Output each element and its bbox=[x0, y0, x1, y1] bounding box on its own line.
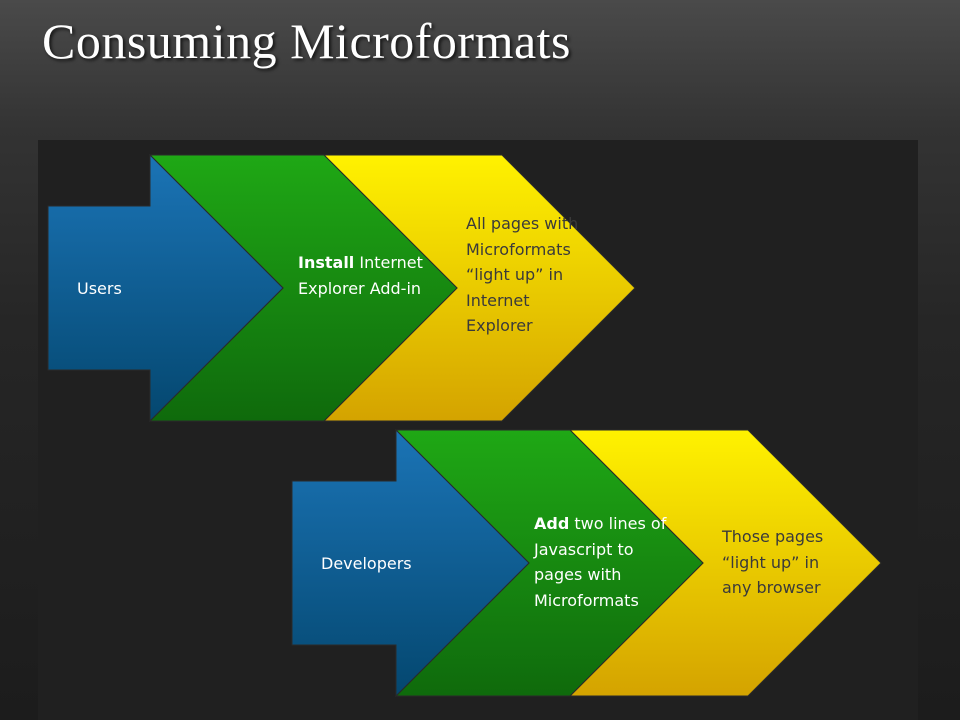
role-label-users: Users bbox=[77, 279, 122, 298]
slide-title: Consuming Microformats bbox=[42, 13, 572, 69]
step-verb: Install bbox=[298, 253, 355, 272]
role-label-developers: Developers bbox=[321, 554, 412, 573]
role-arrow-developers bbox=[291, 428, 530, 698]
result-label-developers: Those pages “light up” in any browser bbox=[722, 527, 824, 597]
row-developers bbox=[291, 428, 882, 698]
step-text: two lines of Javascript to pages with Mi… bbox=[534, 514, 667, 610]
row-users bbox=[47, 153, 636, 423]
result-label-users: All pages with Microformats “light up” i… bbox=[466, 214, 579, 335]
role-arrow-users bbox=[47, 153, 284, 423]
step-label-users: Install Internet Explorer Add-in bbox=[298, 250, 430, 301]
step-text: Internet Explorer Add-in bbox=[298, 253, 423, 298]
step-label-developers: Add two lines of Javascript to pages wit… bbox=[534, 511, 672, 613]
step-verb: Add bbox=[534, 514, 570, 533]
